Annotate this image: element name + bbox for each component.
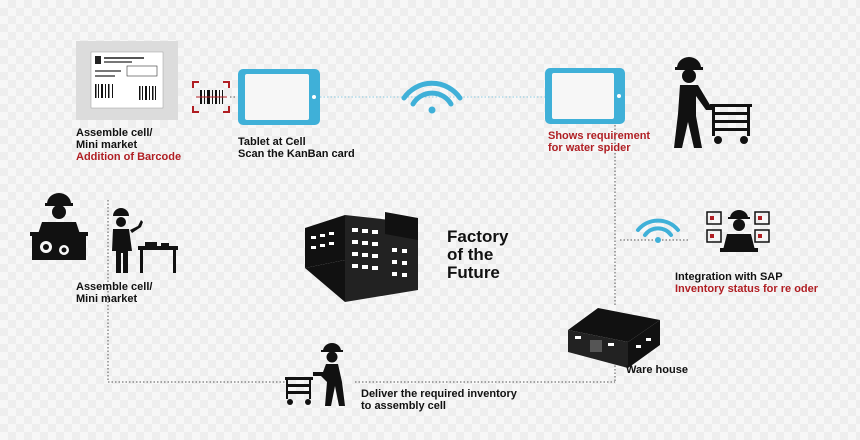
factory-line2: of the bbox=[447, 245, 494, 264]
wifi-icon bbox=[636, 218, 680, 243]
worker-wrench-icon bbox=[112, 208, 178, 273]
factory-building-icon bbox=[305, 212, 418, 302]
tablet-cell-label: Tablet at Cell Scan the KanBan card bbox=[238, 136, 355, 160]
integration-label: Integration with SAP Inventory status fo… bbox=[675, 271, 818, 295]
worker-workbench-icon bbox=[30, 193, 88, 260]
assemble-top-line1: Assemble cell/ bbox=[76, 127, 153, 139]
barcode-scan-icon bbox=[192, 81, 230, 113]
assemble-top-line2: Mini market bbox=[76, 139, 138, 151]
assemble-left-line2: Mini market bbox=[76, 293, 138, 305]
warehouse-label: Ware house bbox=[626, 364, 688, 376]
assemble-cell-top-label: Assemble cell/ Mini market Addition of B… bbox=[76, 127, 181, 163]
shows-requirement-label: Shows requirement for water spider bbox=[548, 130, 650, 154]
tablet-cell-line1: Tablet at Cell bbox=[238, 136, 306, 148]
tablet-icon bbox=[545, 68, 625, 124]
deliver-line2: to assembly cell bbox=[361, 400, 446, 412]
factory-title: Factory of the Future bbox=[447, 228, 508, 282]
sap-worker-screens-icon bbox=[706, 210, 770, 252]
integration-line1: Integration with SAP bbox=[675, 271, 783, 283]
assemble-top-note: Addition of Barcode bbox=[76, 151, 182, 163]
wifi-icon bbox=[401, 80, 463, 114]
shows-requirement-line2: for water spider bbox=[548, 142, 631, 154]
integration-note: Inventory status for re oder bbox=[675, 283, 819, 295]
tablet-icon bbox=[238, 69, 320, 125]
factory-line3: Future bbox=[447, 263, 500, 282]
deliver-label: Deliver the required inventory to assemb… bbox=[361, 388, 517, 412]
factory-line1: Factory bbox=[447, 227, 509, 246]
tablet-cell-line2: Scan the KanBan card bbox=[238, 148, 355, 160]
assemble-left-line1: Assemble cell/ bbox=[76, 281, 153, 293]
assemble-cell-left-label: Assemble cell/ Mini market bbox=[76, 281, 152, 305]
shows-requirement-line1: Shows requirement bbox=[548, 130, 651, 142]
deliver-line1: Deliver the required inventory bbox=[361, 388, 517, 400]
warehouse-icon bbox=[568, 308, 660, 368]
barcode-label-icon bbox=[76, 41, 178, 120]
worker-cart-icon bbox=[674, 57, 752, 148]
worker-cart-icon bbox=[285, 343, 345, 406]
